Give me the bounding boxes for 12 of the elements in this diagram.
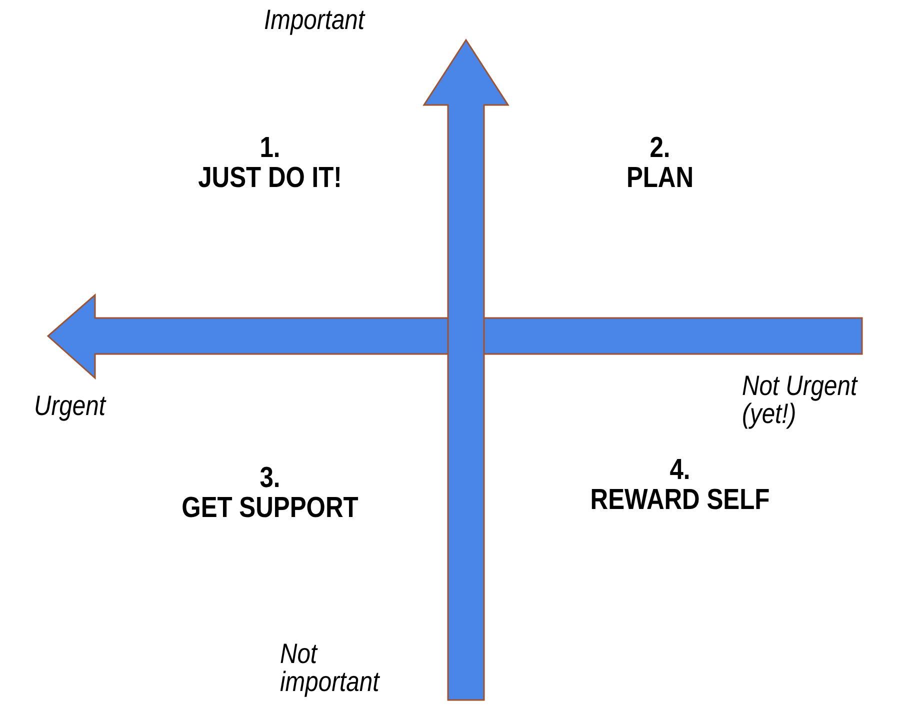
axis-label: Not Urgent (yet!) xyxy=(742,372,859,428)
quadrant-title: PLAN xyxy=(625,163,695,193)
quadrant-number: 2. xyxy=(648,133,672,163)
quadrant-number: 3. xyxy=(258,463,282,493)
axis-label: Not important xyxy=(280,640,381,696)
quadrant-title: GET SUPPORT xyxy=(180,493,360,523)
axis-label: Urgent xyxy=(34,392,108,420)
quadrant-number: 1. xyxy=(258,133,282,163)
axis-label: Important xyxy=(264,6,366,34)
quadrant-number: 4. xyxy=(668,455,692,485)
quadrant-title: JUST DO IT! xyxy=(197,163,343,193)
quadrant-title: REWARD SELF xyxy=(589,485,771,515)
